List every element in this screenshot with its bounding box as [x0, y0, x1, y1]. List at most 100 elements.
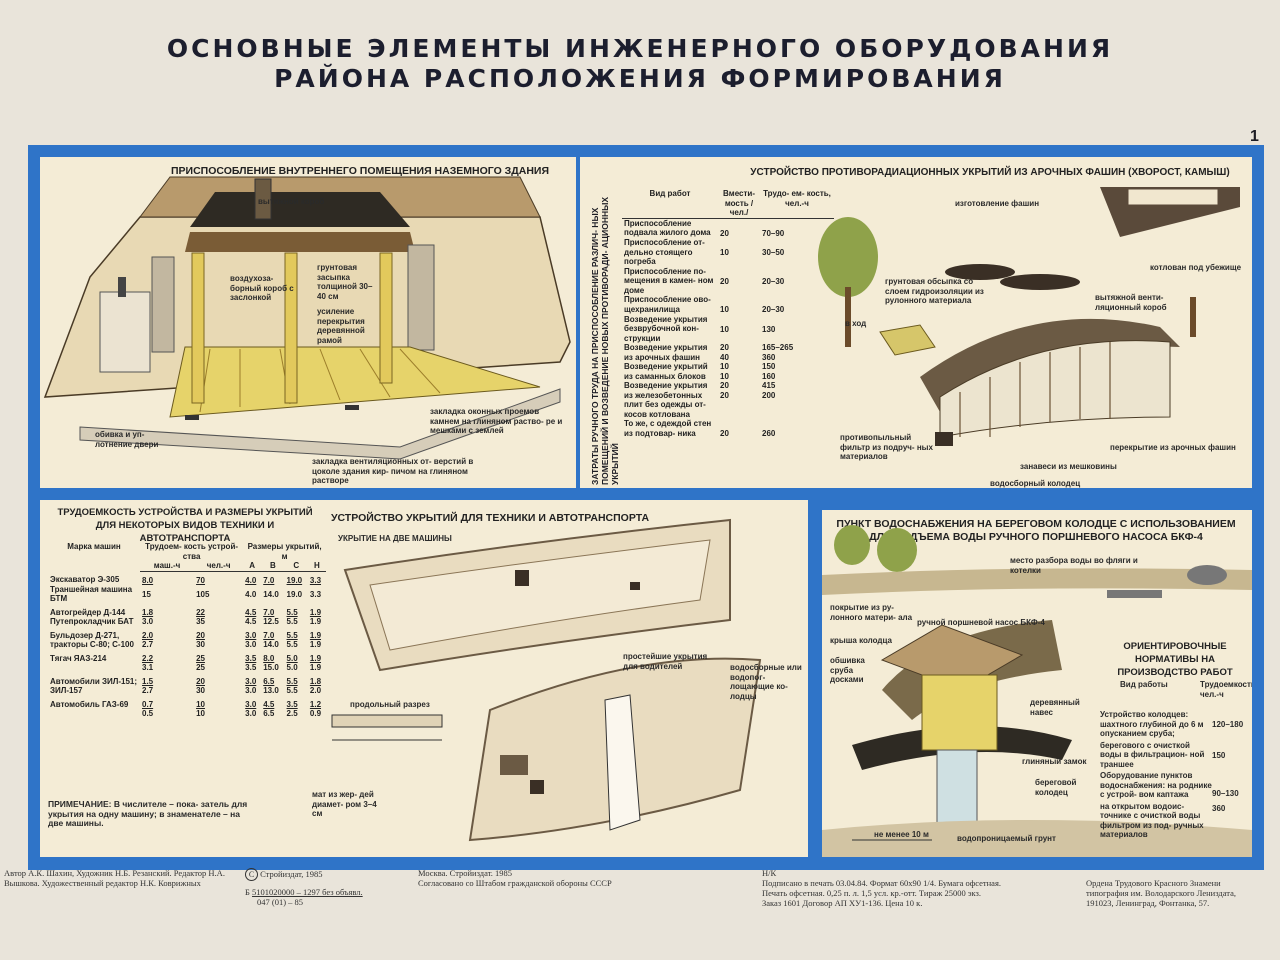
table-cell: 3.3 [309, 575, 322, 585]
footer-signed: Подписано в печать 03.04.84. Формат 60х9… [762, 878, 1001, 888]
table-cell: 2.0 [309, 686, 322, 695]
footer-plant1: Ордена Трудового Красного Знамени [1086, 878, 1221, 888]
table-cell: 0.7 [142, 699, 154, 709]
footer-code-line1: 5101020000 – 1297 без объявл. [252, 887, 363, 897]
table-cell: 5.5 [286, 630, 298, 640]
table-cell: 5.5 [286, 607, 298, 617]
footer-prefix: Б [245, 887, 250, 897]
sheet-number: 1 [1250, 128, 1259, 145]
table-cell: 6.5 [263, 676, 275, 686]
table-cell: 8.0 [263, 653, 275, 663]
table-cell: 4.5 [245, 607, 257, 617]
table-cell: 30 [196, 640, 205, 649]
table-cell: 4.0 [245, 575, 257, 585]
table-cell: 19.0 [286, 575, 303, 585]
label-door-sealing: обивка и уп- лотнение двери [95, 430, 159, 449]
norm-row: на открытом водоис- точнике с очисткой в… [1100, 801, 1226, 840]
label-curtains: занавеси из мешковины [1020, 462, 1117, 471]
table-cell: 2.7 [142, 640, 154, 649]
norm-row: Оборудование пунктов водоснабжения: на р… [1100, 771, 1239, 799]
table-cell: 5.0 [286, 663, 298, 672]
table-cell: 1.2 [309, 699, 322, 709]
col-labor: Трудо- ем- кость, чел.-ч [760, 189, 834, 219]
table-cell: 3.3 [309, 590, 322, 600]
col-h: Н [307, 561, 326, 572]
label-two-cars: УКРЫТИЕ НА ДВЕ МАШИНЫ [338, 534, 452, 543]
table-cell: 1.8 [142, 607, 154, 617]
vehicle-shelter-illustration [331, 518, 762, 842]
table-cell: 7.0 [263, 630, 275, 640]
col-mach-h: маш.-ч [140, 561, 195, 572]
table-cell: 1.9 [309, 663, 322, 672]
vehicle-name: Автомобиль ГАЗ-69 [50, 699, 129, 709]
label-bank-well: береговой колодец [1035, 778, 1077, 797]
table-cell: 15.0 [263, 663, 279, 672]
table-cell: 25 [196, 663, 205, 672]
table-cell: 3.0 [245, 709, 257, 718]
table-cell: 5.5 [286, 686, 298, 695]
footer-print-info: Н/К Подписано в печать 03.04.84. Формат … [762, 868, 1077, 908]
label-soil-fill: грунтовая засыпка толщиной 30–40 см [317, 263, 373, 301]
label-min-distance: не менее 10 м [874, 830, 929, 839]
table-cell: 6.5 [263, 709, 275, 718]
table-cell: 7.0 [263, 607, 275, 617]
label-sump: водосборный колодец [990, 479, 1081, 488]
label-lining: обшивка сруба досками [830, 656, 865, 684]
col-b: В [261, 561, 285, 572]
col-man-h: чел.-ч [194, 561, 244, 572]
table-row: Приспособление от- дельно стоящего погре… [624, 238, 785, 266]
table-cell: 1.5 [142, 676, 154, 686]
table-cell: 7.0 [263, 575, 275, 585]
col-labor: Трудоем- кость устрой- ства [145, 542, 239, 561]
col-a: А [243, 561, 262, 572]
col-sizes: Размеры укрытий, м [247, 542, 322, 561]
label-entry: в ход [845, 319, 867, 328]
table-cell: 5.0 [286, 653, 298, 663]
table-cell: 0.9 [309, 709, 322, 718]
label-window-fill: закладка оконных проемов камнем на глиня… [430, 407, 563, 435]
footer-nk: Н/К [762, 868, 777, 878]
table-cell: 4.5 [263, 699, 275, 709]
table-cell: 2.2 [142, 653, 154, 663]
table-cell: 20 [196, 676, 205, 686]
label-soil-cover: грунтовая обсыпка со слоем гидроизоляции… [885, 277, 984, 305]
footer-city: Москва. Стройиздат. 1985 [418, 868, 513, 878]
labor-costs-table: Вид работ Вмести- мость /чел./ Трудо- ем… [622, 189, 834, 439]
label-exhaust-duct: вытяжной короб [258, 197, 325, 206]
table-cell: 25 [196, 653, 205, 663]
norms-col-labor: Трудоемкость, чел.-ч [1200, 680, 1252, 699]
table-cell: 3.5 [245, 663, 257, 672]
table-cell: 1.9 [309, 607, 322, 617]
label-section: продольный разрез [350, 700, 430, 709]
footer-code-line2: 047 (01) – 85 [257, 897, 304, 907]
table-cell: 12.5 [263, 617, 279, 626]
label-permeable-soil: водопроницаемый грунт [957, 834, 1056, 843]
table-cell: 30 [196, 686, 205, 695]
label-cover: покрытие из ру- лонного матери- ала [830, 603, 913, 622]
footer-publisher: Стройиздат, 1985 [260, 869, 323, 879]
label-exhaust-vent: вытяжной венти- ляционный короб [1095, 293, 1167, 312]
norm-row: Устройство колодцев: шахтного глубиной д… [1100, 710, 1244, 738]
table-row: Приспособление по- мещения в камен- ном … [624, 266, 785, 295]
vehicle-name: Автогрейдер Д-144 Путепрокладчик БАТ [50, 607, 134, 627]
table-cell: 1.9 [309, 640, 322, 649]
table-cell: 35 [196, 617, 205, 626]
table-cell: 3.0 [245, 630, 257, 640]
table-cell: 19.0 [286, 590, 303, 600]
vehicle-name: Автомобили ЗИЛ-151; ЗИЛ-157 [50, 676, 138, 696]
table-cell: 5.5 [286, 676, 298, 686]
table-cell: 105 [196, 590, 210, 600]
panel-vehicle-shelters: ТРУДОЕМКОСТЬ УСТРОЙСТВА И РАЗМЕРЫ УКРЫТИ… [40, 500, 808, 857]
label-dust-filter: противопыльный фильтр из подруч- ных мат… [840, 433, 933, 461]
norms-col-work: Вид работы [1120, 680, 1168, 689]
vehicle-table-title: ТРУДОЕМКОСТЬ УСТРОЙСТВА И РАЗМЕРЫ УКРЫТИ… [57, 507, 313, 544]
panel-building-shelter: ПРИСПОСОБЛЕНИЕ ВНУТРЕННЕГО ПОМЕЩЕНИЯ НАЗ… [40, 157, 576, 488]
footer-printing-house: Ордена Трудового Красного Знамени типогр… [1086, 878, 1276, 908]
norms-title: ОРИЕНТИРОВОЧНЫЕ НОРМАТИВЫ НА ПРОИЗВОДСТВ… [1117, 641, 1233, 678]
table-row: Возведение укрытия из железобетонных пли… [624, 381, 776, 419]
footer-print: Печать офсетная. 0,25 п. л. 1,5 усл. кр.… [762, 888, 981, 898]
